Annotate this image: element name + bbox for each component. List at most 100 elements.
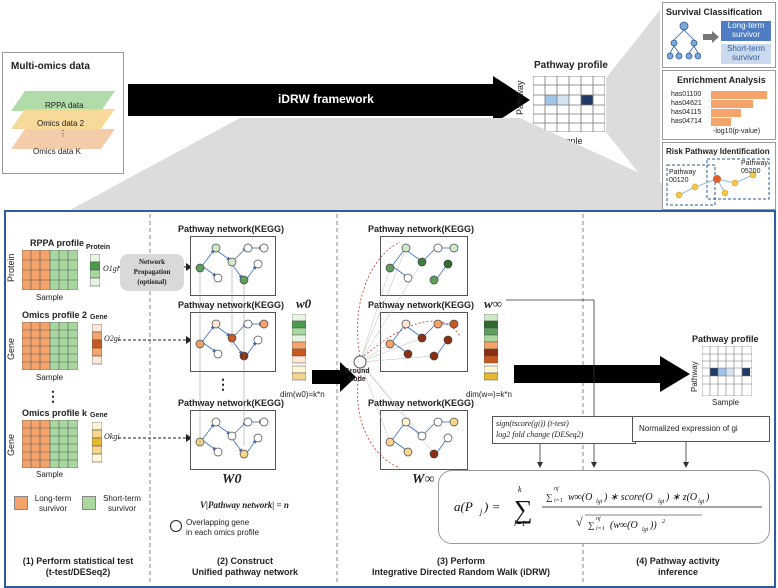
o1-label: O1gi [103,264,119,273]
winf-dim-label: dim(w∞)=k*n [466,390,512,399]
svg-text:∑: ∑ [514,495,533,524]
panel2-caption-line2: Unified pathway network [191,567,298,577]
rppa-sample-label: Sample [36,293,64,302]
p4-pathway-grid [702,346,752,396]
legend-long-swatch [14,496,28,510]
protein-vector-label: Protein [86,244,111,251]
tree-icon [667,21,701,60]
svg-text:a(P: a(P [454,499,473,514]
panel1-caption-line2: (t-test/DESeq2) [45,567,111,577]
svg-text:) ∗ z(O: ) ∗ z(O [665,492,697,503]
risk-pathway-a: Pathway 00120 [669,169,696,184]
sign-line-2: log2 fold change (DESeq2) [496,430,584,439]
omicsk-profile-title: Omics profile k [22,408,88,418]
svg-text:∑: ∑ [546,492,552,502]
panel4-caption-line1: (4) Pathway activity [636,556,720,566]
gene-vector-label-k: Gene [90,412,108,419]
p4-pathway-profile-title: Pathway profile [692,334,759,344]
enrichment-term-1: has01100 [671,91,702,98]
panel3-to-4-arrow [514,356,690,392]
svg-text:lgi: lgi [596,499,603,505]
p2-net-title-1: Pathway network(KEGG) [178,224,285,234]
gene-vector-k [92,422,102,463]
svg-text:j: j [479,507,483,516]
svg-text:k: k [518,485,522,494]
gene-vector-label-2: Gene [90,314,108,321]
svg-text:w∞(O: w∞(O [568,492,592,503]
enrichment-term-2: has04621 [671,100,702,107]
risk-panel: Risk Pathway Identification Pathway 0012… [662,142,776,210]
omicsk-matrix [22,420,78,468]
vpath-label: V|Pathway network| = n [200,500,289,510]
enrichment-bar-2 [711,100,753,108]
short-term-box: Short-term survivor [721,44,771,64]
p3-net-title-2: Pathway network(KEGG) [368,300,475,310]
panel4-caption: (4) Pathway activity inference [586,556,770,578]
ground-node-label: Ground Node [344,368,370,383]
survival-panel: Survival Classification Long-term surviv… [662,2,776,68]
omics2-profile-title: Omics profile 2 [22,310,88,320]
long-term-box: Long-term survivor [721,21,771,41]
rppa-profile-title: RPPA profile [30,238,85,248]
enrichment-bar-1 [711,91,767,99]
overlap-circle-icon [170,520,182,532]
w0-vector [292,314,306,381]
panel2-to-3-arrow [312,362,356,392]
omics2-sample-label: Sample [36,373,64,382]
layer-rppa: RPPA data [45,101,84,110]
p4-sample-label: Sample [712,398,740,407]
panel3-caption: (3) Perform Integrative Directed Random … [338,556,584,578]
risk-pathway-b: Pathway 05200 [741,160,768,175]
layer-dots: ⋮ [59,129,67,138]
winf-bottom-label: W∞ [412,472,435,487]
top-pathway-profile-title: Pathway profile [534,60,608,71]
multiomics-box: Multi-omics data RPPA data Omics data 2 … [2,52,124,174]
panel1-caption-line1: (1) Perform statistical test [22,556,134,566]
legend-short-label: Short-term survivor [103,494,141,513]
enrichment-bar-3 [711,109,741,117]
p3-net-title-3: Pathway network(KEGG) [368,398,475,408]
p3-network-graphs [353,241,461,469]
p2-net-title-2: Pathway network(KEGG) [178,300,285,310]
legend-short-swatch [82,496,96,510]
panel2-caption-line1: (2) Construct [217,556,273,566]
w0-bottom-label: W0 [222,472,242,487]
panel3-caption-line1: (3) Perform [436,556,485,566]
omics2-matrix [22,322,78,370]
layer-omics2: Omics data 2 [37,119,85,128]
p3-net-title-1: Pathway network(KEGG) [368,224,475,234]
framework-arrow [128,76,530,124]
enrichment-panel: Enrichment Analysis has01100 has04621 ha… [662,70,776,140]
survival-title: Survival Classification [666,7,763,17]
svg-text:2: 2 [662,519,665,525]
svg-text:) ∗ score(O: ) ∗ score(O [603,492,653,503]
rppa-matrix [22,250,78,290]
overlap-label-1: Overlapping gene [186,518,250,527]
svg-text:√: √ [576,515,583,529]
panel-dividers [149,214,584,582]
omicsk-sample-label: Sample [36,470,64,479]
panel2-caption: (2) Construct Unified pathway network [152,556,338,578]
w0-label: w0 [296,296,312,311]
protein-vector [90,254,100,287]
p2-dots: ⋮ [216,376,230,392]
enrichment-term-4: has04714 [671,118,702,125]
enrichment-title: Enrichment Analysis [677,75,766,85]
svg-text:): ) [705,492,710,503]
multiomics-layers-graphic [11,91,115,149]
sign-box: sign(tscore(gi)) (t-test) log2 fold chan… [492,416,636,444]
enrichment-axis-label: -log10(p-value) [713,128,761,135]
multiomics-title: Multi-omics data [11,61,90,72]
normalized-label: Normalized expression of gi [639,424,738,433]
risk-network-graphic [666,158,770,206]
svg-text:l=1: l=1 [514,519,526,528]
svg-text:) =: ) = [483,499,500,514]
panel1-caption: (1) Perform statistical test (t-test/DES… [6,556,150,578]
framework-label: iDRW framework [278,92,374,106]
short-term-label: Short-term survivor [727,44,765,62]
normalized-box: Normalized expression of gi [632,416,770,442]
o2-label: O2gi [104,334,120,343]
p2-network-graphs [195,243,269,459]
svg-text:(w∞(O: (w∞(O [610,520,638,531]
